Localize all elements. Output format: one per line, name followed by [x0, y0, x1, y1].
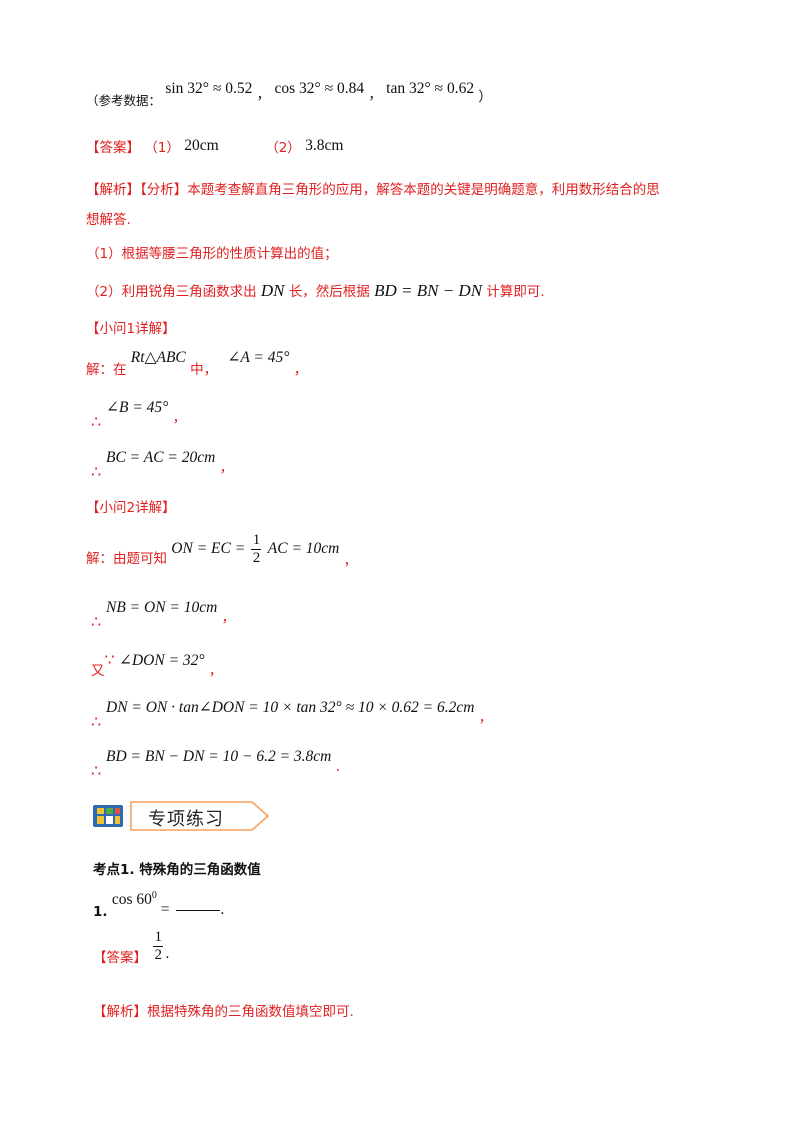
reference-sep-1: ，	[256, 87, 271, 103]
q1-title: 【小问1详解】	[86, 321, 176, 337]
analysis-line-1: 【解析】【分析】本题考查解直角三角形的应用，解答本题的关键是明确题意，利用数形结…	[86, 181, 660, 199]
analysis-step-2-dn: DN	[260, 281, 285, 300]
exercise-1-answer-den: 2	[154, 947, 163, 963]
q2-bd-calc: BD = BN − DN = 10 − 6.2 = 3.8cm	[106, 748, 332, 765]
exercise-1-answer: 【答案】 1 2 .	[93, 929, 170, 969]
exercise-1-answer-fraction: 1 2	[153, 929, 164, 964]
reference-data-line: （参考数据： sin 32° ≈ 0.52 ， cos 32° ≈ 0.84 ，…	[86, 80, 492, 108]
q1-line-3: BC = AC = 20cm ，	[106, 449, 233, 476]
banner-icon	[93, 805, 123, 827]
exercise-1-answer-num: 1	[154, 929, 163, 945]
exercise-1-analysis: 【解析】根据特殊角的三角函数值填空即可.	[93, 1003, 354, 1021]
q2-line-4: DN = ON · tan∠DON = 10 × tan 32° ≈ 10 × …	[106, 699, 492, 726]
q2-therefore-2: ∴	[91, 712, 102, 731]
q2-comma-3: ，	[208, 663, 223, 679]
q2-line-3: 又∵ ∠DON = 32° ，	[91, 650, 222, 680]
exercise-1-expr: cos 600	[111, 890, 161, 909]
answer-line: 【答案】 （1） 20cm （2） 3.8cm	[86, 137, 344, 157]
q2-angle-don: ∠DON = 32°	[118, 652, 205, 669]
q1-mid: 中，	[190, 362, 218, 378]
answer-part2-label: （2）	[265, 140, 301, 156]
exercise-1-answer-bar	[153, 946, 164, 947]
q2-fraction-bar	[251, 549, 262, 550]
section-banner: 专项练习	[92, 798, 272, 834]
q2-fraction: 1 2	[251, 532, 262, 567]
answer-tag: 【答案】	[86, 140, 140, 156]
q2-line-5: BD = BN − DN = 10 − 6.2 = 3.8cm .	[106, 748, 340, 775]
q2-because: ∵	[104, 650, 115, 669]
reference-tan: tan 32° ≈ 0.62	[386, 80, 475, 97]
q1-therefore-2: ∴	[91, 462, 102, 481]
reference-prefix: （参考数据：	[86, 93, 162, 108]
analysis-text-1: 本题考查解直角三角形的应用，解答本题的关键是明确题意，利用数形结合的思	[187, 182, 660, 198]
exercise-1-analysis-tag: 【解析】	[93, 1004, 147, 1020]
exercise-1-eq: =	[160, 901, 174, 919]
q1-angle-a: ∠A = 45°	[227, 349, 290, 366]
analysis-step-2: （2）利用锐角三角函数求出 DN 长，然后根据 BD = BN − DN 计算即…	[86, 282, 545, 301]
q2-nb-on: NB = ON = 10cm	[106, 599, 218, 616]
q2-solution-prefix: 解：由题可知	[86, 551, 167, 567]
q2-comma-4: ，	[478, 710, 493, 726]
exercise-1-degree: 0	[151, 890, 157, 901]
q1-angle-b: ∠B = 45°	[106, 399, 169, 416]
exercise-1-number: 1.	[93, 904, 108, 921]
exercise-1-answer-end: .	[165, 946, 170, 962]
q2-also: 又	[91, 663, 105, 679]
reference-sin: sin 32° ≈ 0.52	[165, 80, 253, 97]
analysis-line-2: 想解答.	[86, 211, 131, 229]
answer-part2-value: 3.8cm	[305, 137, 344, 154]
q2-fraction-num: 1	[252, 532, 261, 548]
analysis-text-2: 想解答.	[86, 212, 131, 228]
analysis-step-2-eq: BD = BN − DN	[374, 281, 483, 300]
q1-comma-2: ，	[172, 410, 187, 426]
q1-therefore-1: ∴	[91, 412, 102, 431]
answer-part1-value: 20cm	[184, 137, 219, 154]
analysis-step-1-text: （1）根据等腰三角形的性质计算出的值；	[86, 246, 338, 262]
exercise-1-answer-tag: 【答案】	[93, 950, 147, 966]
q2-therefore-1: ∴	[91, 612, 102, 631]
answer-part1-label: （1）	[144, 140, 180, 156]
analysis-step-2-b: 长，然后根据	[288, 284, 370, 300]
q2-dn-calc: DN = ON · tan∠DON = 10 × tan 32° ≈ 10 × …	[106, 699, 475, 716]
q1-comma-1: ，	[293, 362, 308, 378]
q2-line-2: NB = ON = 10cm ，	[106, 599, 235, 626]
q2-title: 【小问2详解】	[86, 500, 176, 516]
section-title: 考点1. 特殊角的三角函数值	[93, 862, 261, 878]
q1-solution-line: 解：在 Rt△ABC 中， ∠A = 45° ，	[86, 349, 307, 378]
q2-fraction-den: 2	[252, 550, 261, 566]
q1-bc-ac: BC = AC = 20cm	[106, 449, 216, 466]
banner-label: 专项练习	[148, 809, 224, 830]
q2-therefore-3: ∴	[91, 761, 102, 780]
banner-graphic	[93, 801, 270, 831]
q1-rt-triangle: Rt△ABC	[130, 349, 186, 366]
q2-eq-right: AC = 10cm	[267, 540, 340, 557]
reference-sep-2: ，	[368, 87, 382, 103]
analysis-step-2-a: （2）利用锐角三角函数求出	[86, 284, 257, 300]
analysis-tag: 【解析】【分析】	[86, 182, 188, 198]
banner-arrow-shape	[130, 801, 270, 831]
q1-line-2: ∠B = 45° ，	[106, 399, 186, 426]
q1-solution-prefix: 解：在	[86, 362, 127, 378]
exercise-1-blank[interactable]	[176, 910, 221, 912]
q2-comma-1: ，	[343, 553, 358, 569]
q1-comma-3: ，	[219, 460, 234, 476]
exercise-1-end: .	[220, 901, 225, 919]
q2-solution-line: 解：由题可知 ON = EC = 1 2 AC = 10cm ，	[86, 532, 357, 572]
exercise-1: 1. cos 600 = .	[93, 887, 224, 920]
q2-period: .	[335, 759, 340, 775]
q2-eq-left: ON = EC =	[171, 540, 246, 557]
reference-cos: cos 32° ≈ 0.84	[274, 80, 365, 97]
analysis-step-2-c: 计算即可.	[486, 284, 545, 300]
exercise-1-cos: cos 60	[111, 891, 152, 909]
exercise-1-analysis-text: 根据特殊角的三角函数值填空即可.	[147, 1004, 354, 1020]
analysis-step-1: （1）根据等腰三角形的性质计算出的值；	[86, 245, 338, 263]
q2-comma-2: ，	[221, 610, 236, 626]
reference-suffix: ）	[478, 89, 492, 105]
